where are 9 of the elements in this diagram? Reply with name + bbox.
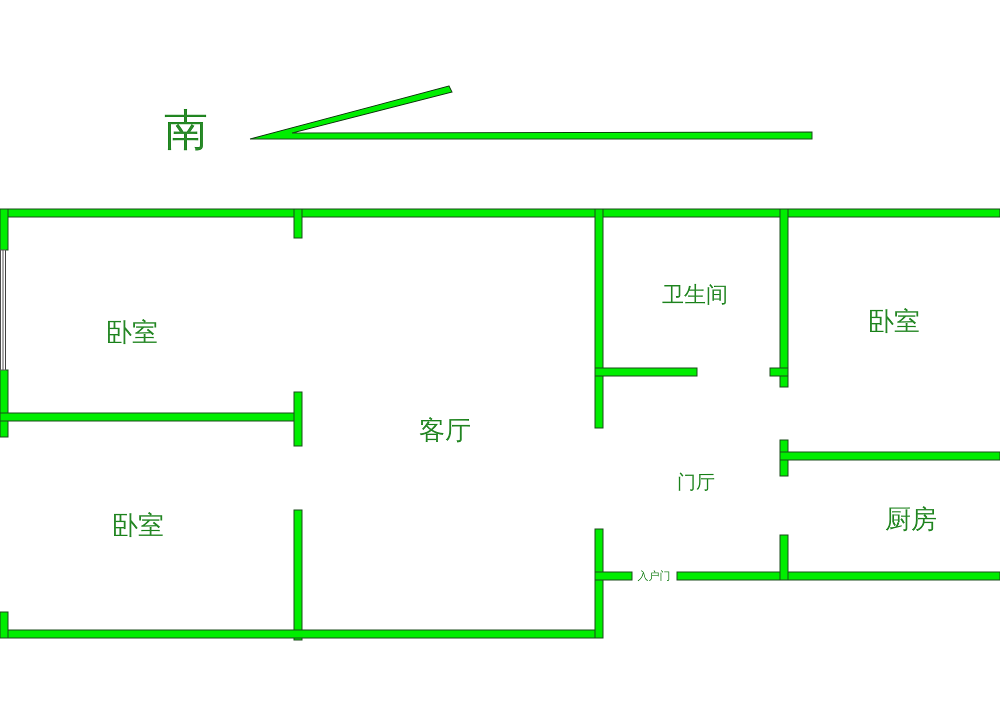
room-label: 卧室 (106, 320, 158, 346)
room-label: 卧室 (868, 309, 920, 335)
door-label: 入户门 (638, 570, 670, 582)
room-label: 客厅 (419, 418, 471, 444)
room-label: 卧室 (112, 513, 164, 539)
room-label: 门厅 (677, 474, 715, 492)
room-label: 卫生间 (662, 285, 728, 307)
room-label: 厨房 (885, 507, 937, 533)
compass-label: 南 (164, 109, 208, 153)
